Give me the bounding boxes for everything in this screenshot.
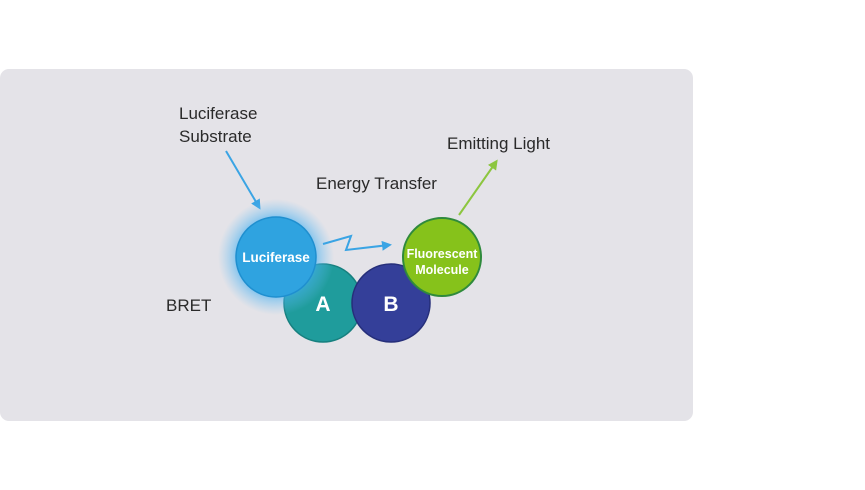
protein-a-label: A [315, 293, 330, 316]
fluorescent-label-line1: Fluorescent [407, 247, 479, 261]
diagram-panel [0, 69, 693, 421]
protein-b-node [351, 263, 431, 343]
protein-b-label: B [383, 293, 398, 316]
luciferase-label: Luciferase [242, 250, 310, 265]
luciferase-node [235, 216, 317, 298]
emitting-light-label: Emitting Light [447, 134, 550, 153]
substrate-label-line1: Luciferase [179, 104, 257, 123]
energy-transfer-label: Energy Transfer [316, 174, 437, 193]
substrate-arrow [225, 150, 261, 210]
bret-label: BRET [166, 296, 211, 315]
substrate-label-line2: Substrate [179, 127, 252, 146]
fluorescent-molecule-node [402, 217, 482, 297]
emitting-light-arrow [458, 159, 498, 216]
fluorescent-label-line2: Molecule [415, 263, 469, 277]
zigzag-arrow-icon [322, 234, 392, 252]
